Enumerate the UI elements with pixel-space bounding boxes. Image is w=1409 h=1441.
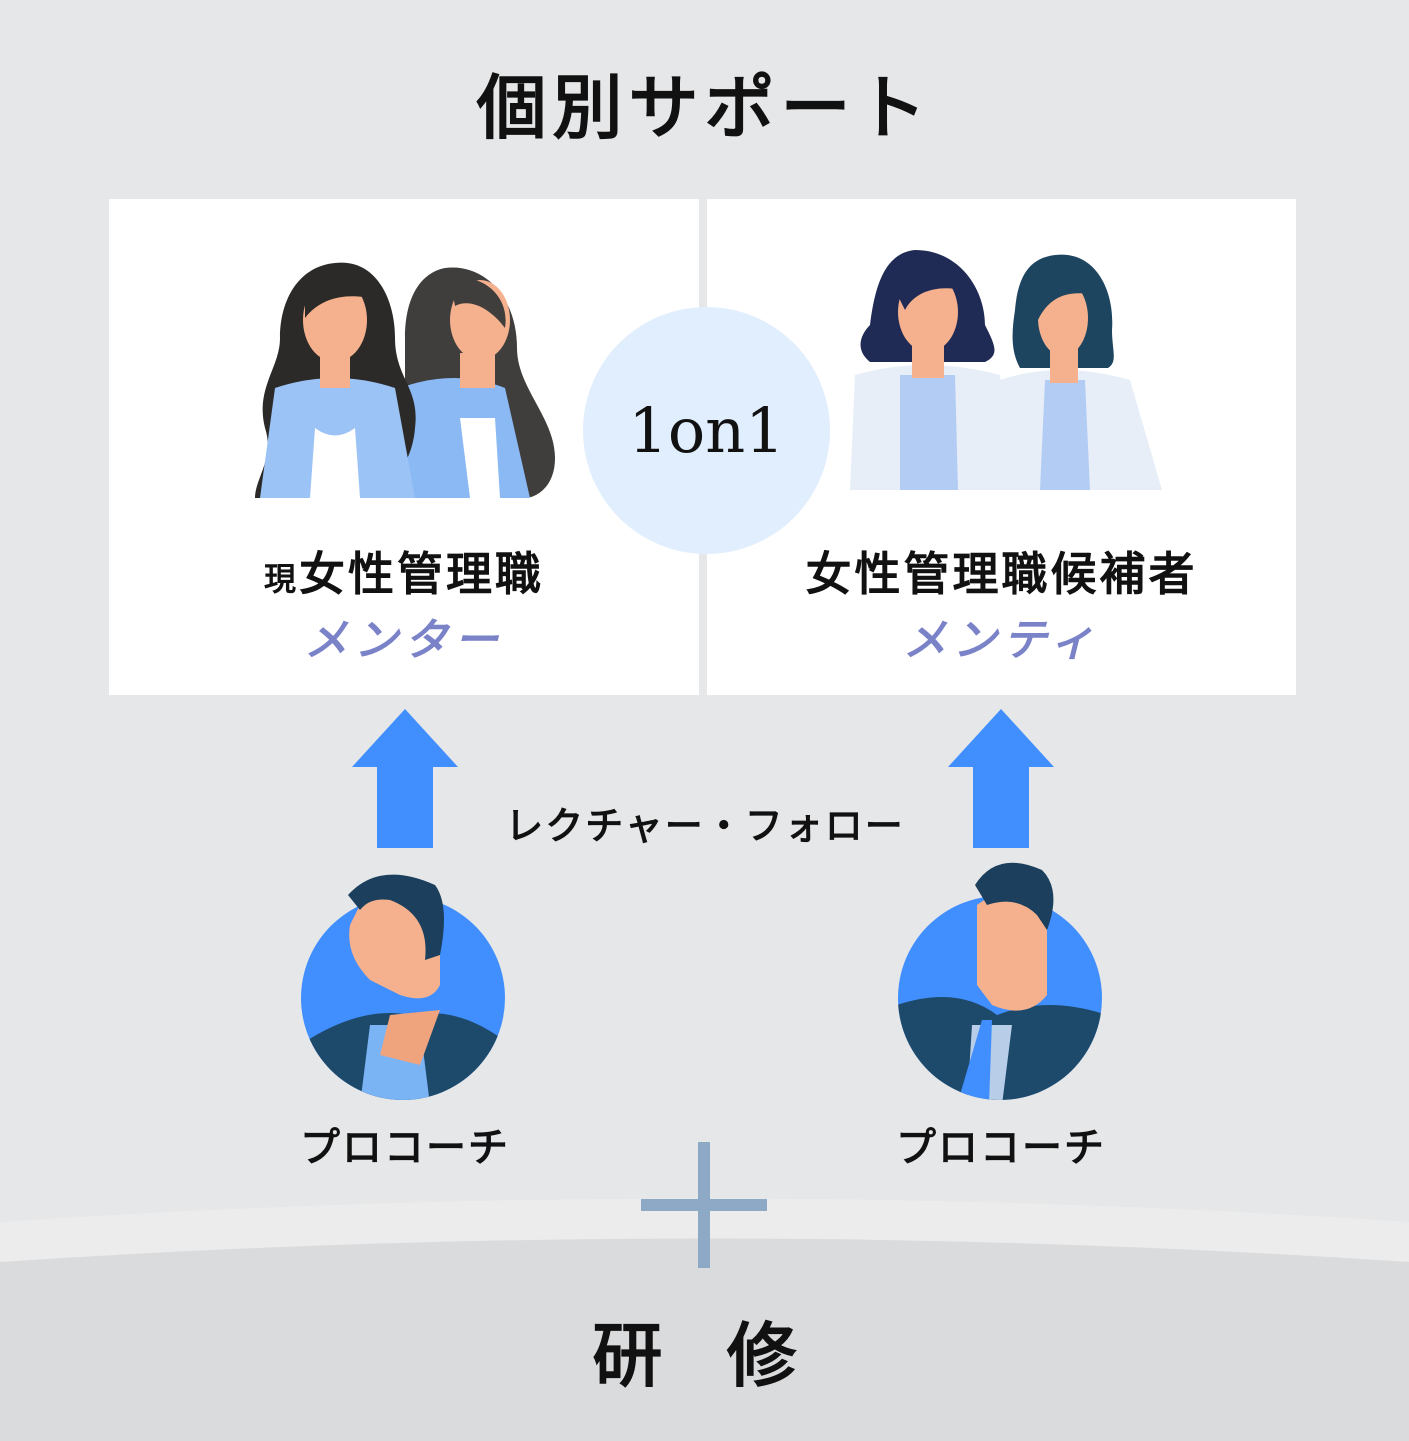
- coach-label: プロコーチ: [300, 1125, 510, 1171]
- mentor-subtitle: メンター: [304, 615, 504, 666]
- mentor-role: 現女性管理職: [109, 538, 699, 604]
- mentor-role-label: 女性管理職: [299, 547, 544, 601]
- mentee-subtitle: メンティ: [902, 615, 1101, 666]
- arrow-up-icon: [948, 709, 1054, 848]
- training-label: 研 修: [592, 1314, 817, 1397]
- coach-label: プロコーチ: [896, 1125, 1106, 1171]
- mentee-women-illustration: [850, 250, 1162, 490]
- arrow-up-icon: [352, 709, 458, 848]
- plus-icon: [641, 1142, 767, 1268]
- mentee-role: 女性管理職候補者: [805, 547, 1198, 601]
- coach-avatar: [898, 862, 1102, 1100]
- lecture-follow-label: レクチャー・フォロー: [505, 803, 905, 848]
- page-title: 個別サポート: [476, 66, 933, 149]
- 1on1-circle: 1on1: [583, 307, 830, 554]
- mentor-women-illustration: [255, 262, 555, 498]
- coach-avatar: [301, 874, 505, 1100]
- 1on1-label: 1on1: [628, 394, 785, 467]
- mentor-role-prefix: 現: [263, 560, 299, 598]
